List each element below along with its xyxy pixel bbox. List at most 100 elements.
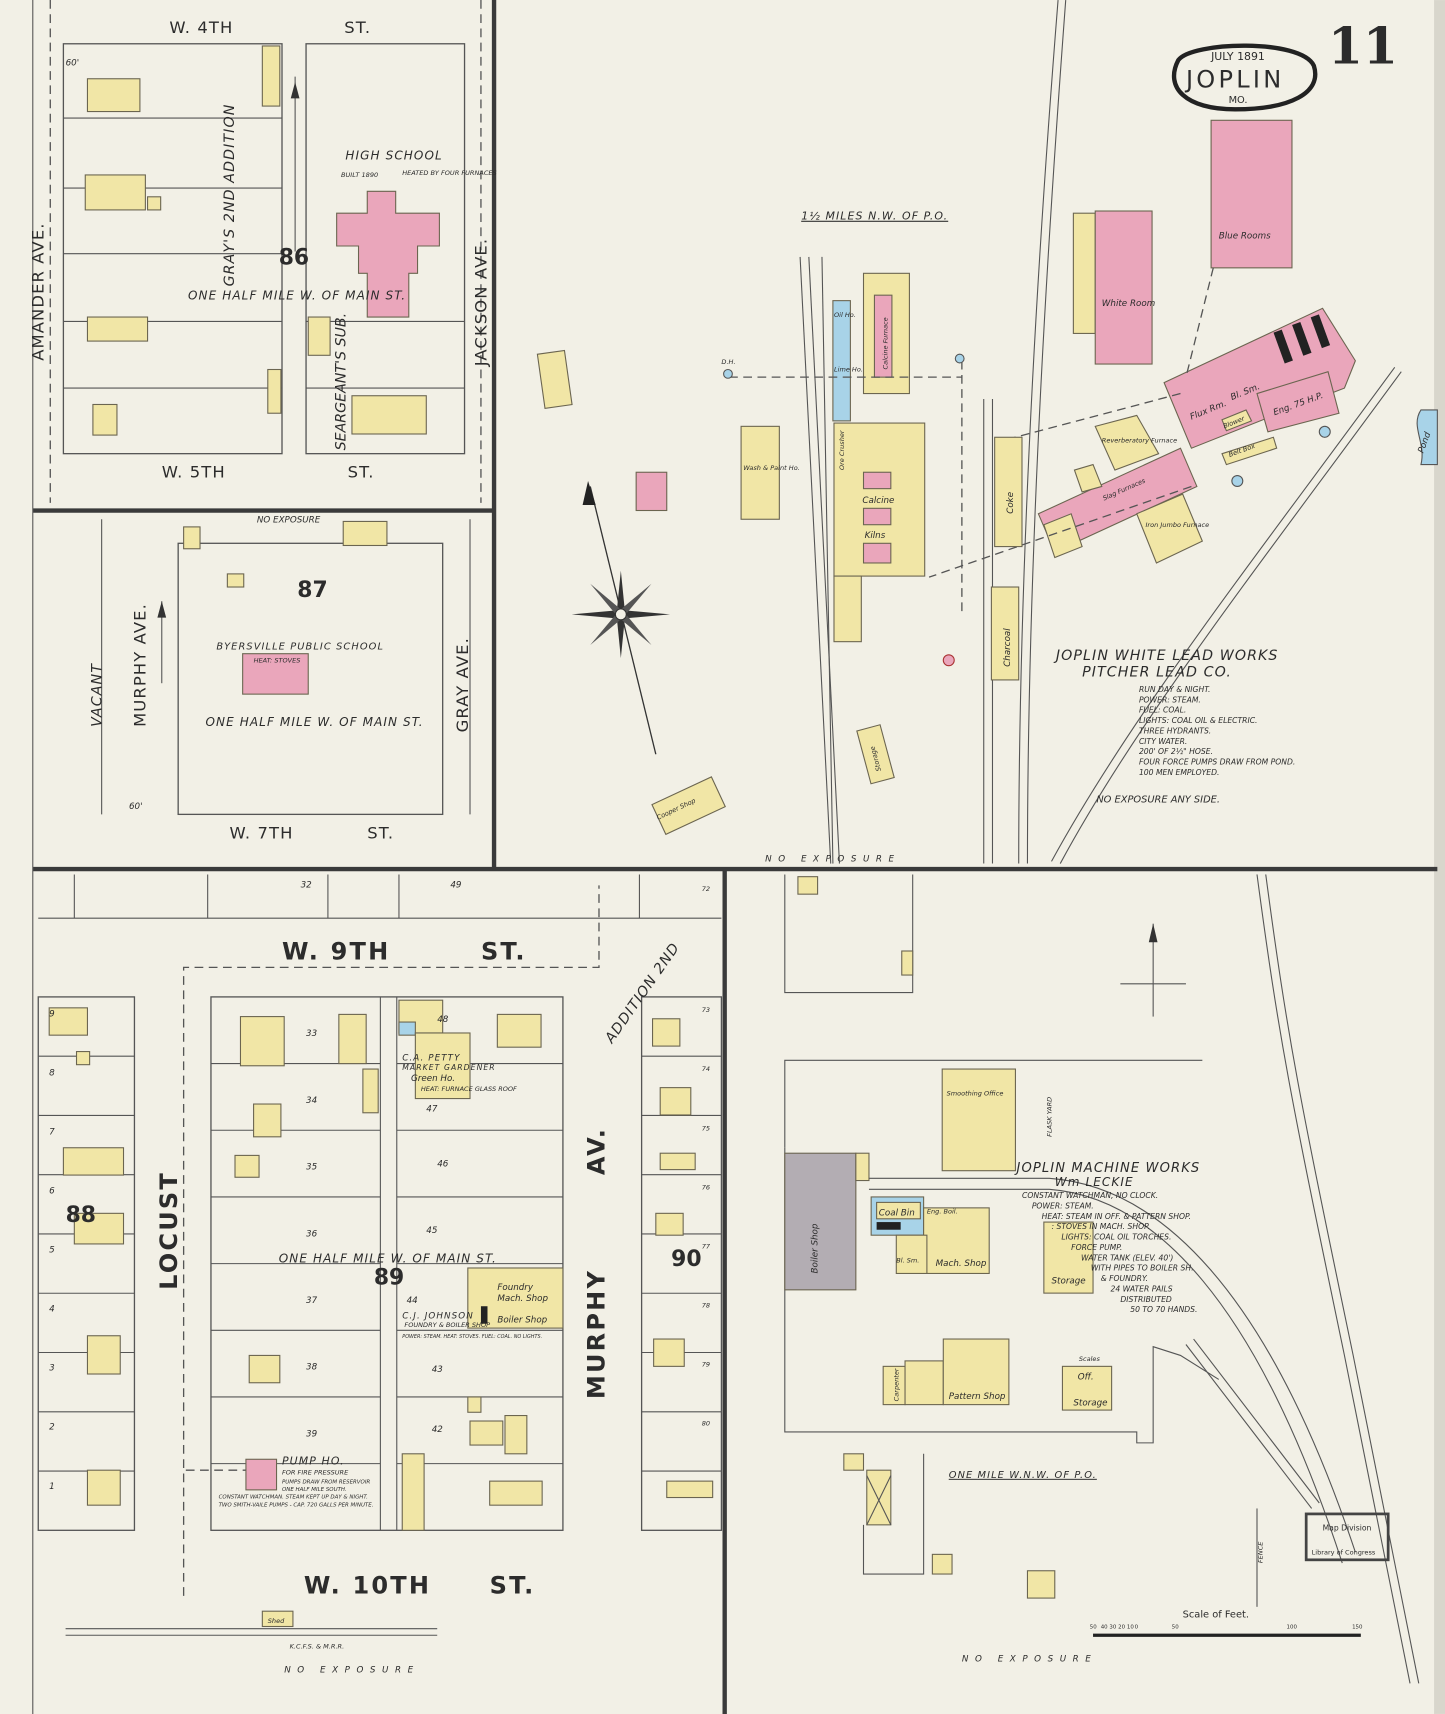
lead-works-note: POWER: STEAM.: [1139, 695, 1201, 704]
street-w5th: W. 5TH: [162, 463, 226, 482]
office-label: Smoothing Office: [947, 1089, 1004, 1097]
wash-paint-label: Wash & Paint Ho.: [743, 464, 800, 472]
school-heat: HEAT: STOVES: [254, 656, 301, 664]
dh-label: D.H.: [721, 358, 735, 366]
compass-rose-icon: [571, 480, 671, 755]
machine-works-note: FORCE PUMP.: [1071, 1243, 1122, 1252]
stamp-line-2: Library of Congress: [1312, 1548, 1376, 1556]
coal-bin-label: Coal Bin: [879, 1209, 915, 1219]
boiler-shop-label: Boiler Shop: [811, 1223, 821, 1273]
lead-works-notes: RUN DAY & NIGHT.POWER: STEAM.FUEL: COAL.…: [1139, 685, 1295, 777]
scale-tick-label: 0: [1135, 1625, 1139, 1631]
no-exposure-note: NO EXPOSURE: [284, 1665, 420, 1675]
lead-works-note: LIGHTS: COAL OIL & ELECTRIC.: [1139, 716, 1258, 725]
petty-trade: MARKET GARDENER: [402, 1063, 495, 1072]
lot-number: 32: [301, 881, 313, 891]
white-room-label: White Room: [1102, 299, 1155, 309]
scale-tick-label: 50: [1090, 1625, 1097, 1631]
lot-number: 3: [49, 1364, 55, 1374]
scales-label: Scales: [1079, 1355, 1101, 1363]
pump-note-4: TWO SMITH-VAILE PUMPS - CAP. 720 GALLS P…: [219, 1502, 374, 1508]
lot-number: 2: [49, 1423, 55, 1433]
machine-works-note: LIGHTS: COAL OIL TORCHES.: [1061, 1233, 1171, 1242]
street-suffix: AV.: [582, 1127, 610, 1175]
lot-lines: [38, 1055, 722, 1472]
panel-lead-works: JULY 1891 JOPLIN MO. 11 Pond 1½ MILES N.…: [536, 0, 1438, 864]
johnson-note: POWER: STEAM. HEAT: STOVES. FUEL: COAL. …: [402, 1334, 542, 1340]
block-number: 86: [279, 246, 309, 271]
foundry-label: Foundry: [497, 1283, 534, 1293]
lot-number: 72: [702, 885, 710, 893]
lot-number: 77: [702, 1242, 711, 1250]
lead-works-title: JOPLIN WHITE LEAD WORKS: [1053, 648, 1279, 664]
block-90: 90: [671, 1247, 701, 1272]
street-amander-ave: AMANDER AVE.: [29, 222, 48, 360]
street-gray-ave: GRAY AVE.: [453, 637, 472, 732]
school-built: BUILT 1890: [341, 171, 378, 179]
distance-note: ONE HALF MILE W. OF MAIN ST.: [279, 1252, 497, 1266]
oil-house-label: Oil Ho.: [834, 311, 856, 319]
lot-number: 76: [702, 1183, 710, 1191]
lot-number: 4: [49, 1305, 55, 1315]
lead-works-note: CITY WATER.: [1139, 737, 1187, 746]
lot-number: 36: [306, 1229, 318, 1239]
distance-note: ONE HALF MILE W. OF MAIN ST.: [205, 715, 423, 729]
lot-number: 44: [407, 1296, 418, 1306]
machine-works-note: : STOVES IN MACH. SHOP.: [1052, 1222, 1151, 1231]
lot-number: 37: [306, 1296, 318, 1306]
lot-number: 75: [702, 1124, 710, 1132]
lead-works-note: RUN DAY & NIGHT.: [1139, 685, 1210, 694]
school-heat: HEATED BY FOUR FURNACES: [402, 169, 496, 177]
scale-title: Scale of Feet.: [1183, 1610, 1249, 1621]
coke-label: Coke: [1006, 492, 1016, 514]
lot-number: 39: [306, 1429, 318, 1439]
machine-works-note: 24 WATER PAILS: [1111, 1284, 1173, 1293]
lot-number: 35: [306, 1163, 318, 1173]
lot-number: 33: [306, 1029, 317, 1039]
street-suffix: ST.: [344, 18, 371, 37]
title-cartouche: JULY 1891 JOPLIN MO.: [1171, 43, 1318, 112]
scale-tick-label: 10: [1127, 1625, 1134, 1631]
lot-number: 43: [432, 1365, 443, 1375]
street-suffix: ST.: [348, 463, 375, 482]
carpenter-label: Carpenter: [892, 1367, 900, 1401]
street-width: 60': [66, 59, 80, 69]
blue-rooms-label: Blue Rooms: [1219, 231, 1271, 241]
lot-number: 34: [306, 1096, 317, 1106]
eng-boil-label: Eng. Boil.: [927, 1207, 958, 1215]
scale-tick-label: 100: [1287, 1625, 1298, 1631]
bl-sm-label: Bl. Sm.: [896, 1257, 919, 1265]
scale-tick-label: 50: [1172, 1625, 1179, 1631]
lot-number: 42: [432, 1425, 444, 1435]
panel-blocks-88-89-90: Shed K.C.F.S. & M.R.R. NO EXPOSURE W. 9T…: [37, 874, 723, 1675]
lead-works-note: 100 MEN EMPLOYED.: [1139, 768, 1219, 777]
lot-number: 38: [306, 1363, 318, 1373]
machine-works-note: WATER TANK (ELEV. 40'): [1081, 1253, 1173, 1262]
pump-note-3: CONSTANT WATCHMAN. STEAM KEPT UP DAY & N…: [219, 1495, 368, 1501]
machine-works-note: WITH PIPES TO BOILER SH.: [1091, 1264, 1194, 1273]
no-exposure-note: NO EXPOSURE: [257, 516, 321, 526]
scale-tick-label: 20: [1118, 1625, 1125, 1631]
machine-works-note: POWER: STEAM.: [1032, 1201, 1094, 1210]
lime-house-label: Lime Ho.: [834, 366, 863, 374]
charcoal-label: Charcoal: [1003, 628, 1013, 667]
calcine-furnace-label: Calcine Furnace: [882, 317, 890, 369]
machine-works-notes: CONSTANT WATCHMAN, NO CLOCK.POWER: STEAM…: [1022, 1191, 1197, 1314]
lead-works-subtitle: PITCHER LEAD CO.: [1082, 665, 1232, 681]
lot-number: 9: [49, 1010, 55, 1020]
sheet-date: JULY 1891: [1210, 50, 1265, 63]
page-edge: [1434, 0, 1445, 1714]
lot-number: 6: [49, 1187, 55, 1197]
street-murphy: MURPHY: [582, 1269, 610, 1399]
scale-tick-label: 40: [1101, 1625, 1108, 1631]
state-name: MO.: [1229, 95, 1248, 106]
machine-works-title: JOPLIN MACHINE WORKS: [1014, 1161, 1201, 1176]
mach-shop-label: Mach. Shop: [936, 1259, 987, 1269]
block-89: 89: [374, 1265, 404, 1290]
ore-crusher-label: Ore Crusher: [838, 429, 846, 470]
pump-house-subtitle: FOR FIRE PRESSURE: [282, 1469, 349, 1477]
street-suffix: ST.: [481, 938, 527, 966]
no-exposure-note: NO EXPOSURE: [962, 1654, 1098, 1664]
storage-label: Storage: [1052, 1276, 1086, 1286]
